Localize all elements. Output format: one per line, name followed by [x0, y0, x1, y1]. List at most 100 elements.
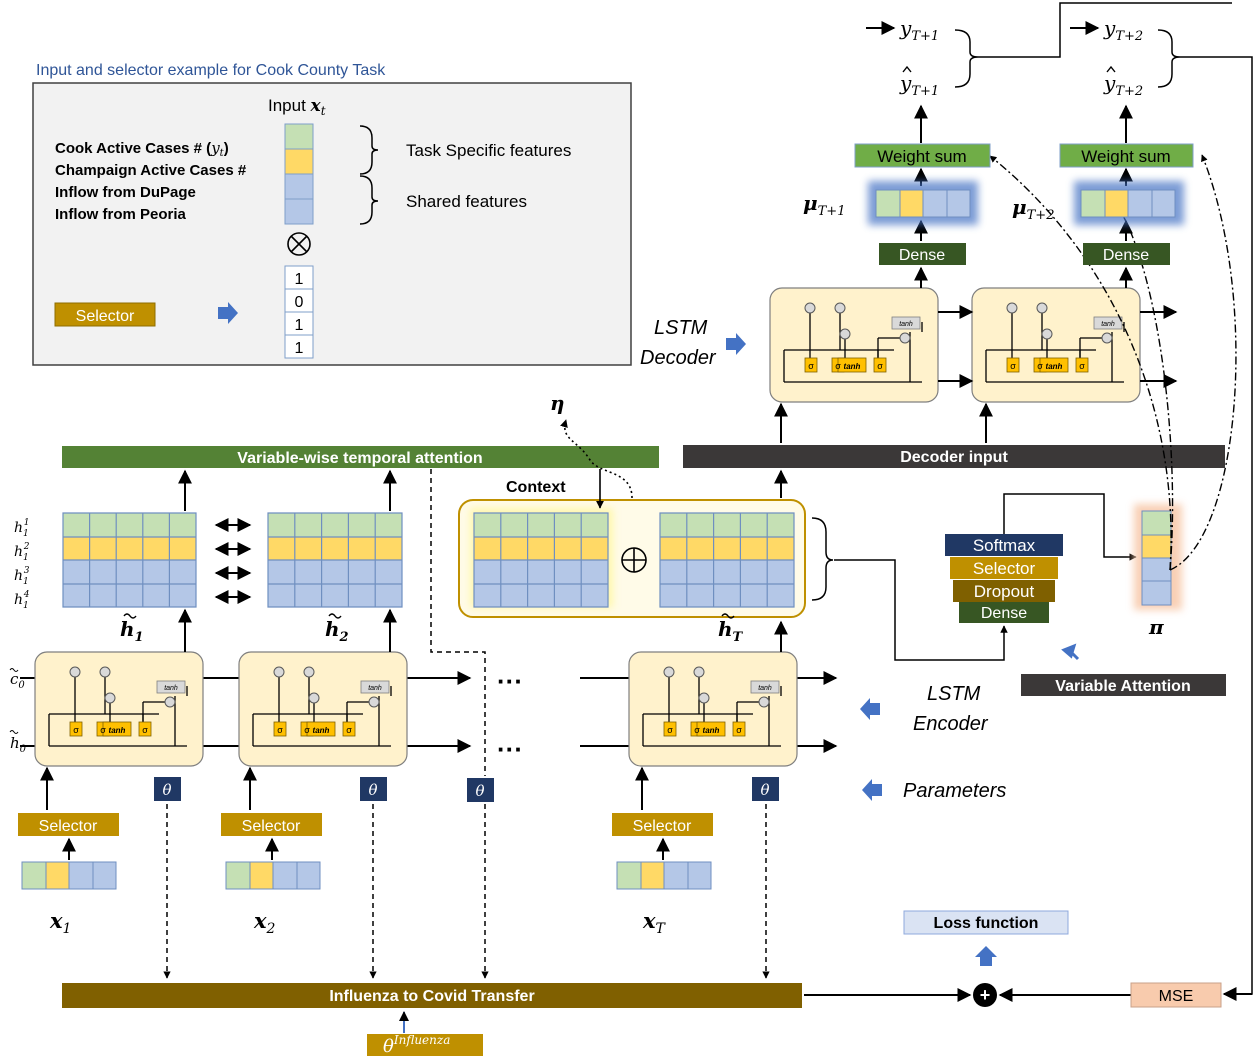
svg-text:tanh: tanh: [1046, 362, 1063, 371]
example-input-vector: [284, 123, 314, 225]
encoder-label-1: LSTM: [927, 683, 981, 705]
svg-text:Dense: Dense: [981, 605, 1027, 622]
selector-mask-vector: 1 0 1 1: [284, 265, 314, 359]
svg-text:Weight sum: Weight sum: [1081, 147, 1170, 166]
h-tilde-T: hT: [718, 617, 744, 645]
loss-box: [903, 910, 1069, 935]
example-selector: [54, 302, 156, 327]
mu-label-1: μT+1: [803, 191, 845, 219]
svg-text:σ: σ: [1079, 361, 1085, 371]
c0-label: c0: [10, 670, 25, 691]
transfer-bar: [62, 983, 802, 1008]
svg-text:Softmax: Softmax: [973, 536, 1036, 555]
h-tilde-1: h1: [120, 617, 144, 645]
svg-text:tanh: tanh: [109, 726, 126, 735]
feature-cook: Cook Active Cases # (yt): [55, 139, 229, 159]
variable-attention-bar: [1021, 674, 1226, 696]
hidden-row-labels: h11 h12 h13 h14: [14, 518, 30, 611]
svg-text:σ: σ: [100, 725, 106, 735]
svg-text:h11: h11: [14, 518, 30, 539]
feature-peoria: Inflow from Peoria: [55, 206, 187, 223]
mu-vector-2: [1080, 189, 1176, 218]
svg-text:Selector: Selector: [973, 559, 1036, 578]
sum-node-label: +: [980, 985, 991, 1005]
svg-text:1: 1: [295, 340, 304, 357]
eta-label: η: [550, 391, 565, 415]
svg-text:σ: σ: [835, 361, 841, 371]
mse-box: [1130, 982, 1222, 1008]
decoder-input-arrows: [774, 402, 993, 443]
task-brace: [359, 125, 379, 175]
encoder-selectors: Selector Selector Selector: [18, 813, 713, 836]
encoder-arrow-icon: [860, 698, 880, 720]
svg-text:tanh: tanh: [313, 726, 330, 735]
variable-attention-arrow-icon: [1061, 643, 1080, 661]
oplus-icon: [621, 547, 647, 573]
selector-arrows: [40, 766, 670, 860]
svg-text:σ: σ: [808, 361, 814, 371]
svg-text:Weight sum: Weight sum: [877, 147, 966, 166]
svg-text:Selector: Selector: [39, 818, 98, 835]
example-arrow-icon: [218, 302, 238, 324]
hidden-matrix-1: [62, 512, 197, 608]
temporal-attention-bar: [62, 446, 659, 468]
svg-text:h12: h12: [14, 542, 30, 563]
context-to-variable-attention: [834, 559, 1008, 661]
ellipsis-bottom: ···: [497, 734, 523, 764]
h-tilde-2: h2: [325, 617, 349, 645]
svg-text:tanh: tanh: [164, 685, 178, 692]
theta-influenza-label: θInfluenza: [383, 1033, 450, 1057]
input-vectors: [21, 861, 712, 890]
svg-text:σ: σ: [736, 725, 742, 735]
decoder-arrow-icon: [726, 333, 746, 355]
parameters-label: Parameters: [903, 780, 1006, 802]
feature-dupage: Inflow from DuPage: [55, 184, 196, 201]
svg-text:θ: θ: [162, 781, 171, 799]
encoder-label-2: Encoder: [913, 713, 989, 735]
svg-text:h14: h14: [14, 590, 30, 611]
otimes-icon: [287, 232, 311, 256]
example-caption: Input and selector example for Cook Coun…: [36, 62, 386, 79]
svg-text:0: 0: [295, 294, 304, 311]
hidden-matrix-2: [267, 512, 403, 608]
svg-text:tanh: tanh: [758, 685, 772, 692]
mu-vector-1: [875, 189, 971, 218]
shared-features-label: Shared features: [406, 192, 527, 211]
weight-sum-boxes: Weight sum Weight sum: [854, 143, 1194, 168]
svg-text:tanh: tanh: [368, 685, 382, 692]
input-x2: x2: [253, 908, 276, 937]
h0-label: h0: [10, 734, 27, 755]
eta-link: [560, 419, 633, 499]
svg-text:σ: σ: [304, 725, 310, 735]
temporal-attention-label: Variable-wise temporal attention: [237, 450, 482, 467]
svg-text:tanh: tanh: [703, 726, 720, 735]
svg-text:yT+1: yT+1: [899, 16, 939, 44]
svg-text:σ: σ: [694, 725, 700, 735]
decoder-up-arrows: [914, 104, 1133, 288]
decoder-label-2: Decoder: [640, 347, 717, 369]
decoder-state-lines: [938, 305, 1178, 388]
svg-text:Dropout: Dropout: [974, 582, 1035, 601]
context-matrix: [473, 512, 609, 608]
svg-text:σ: σ: [142, 725, 148, 735]
decoder-label-1: LSTM: [654, 317, 708, 339]
ellipsis-top: ···: [497, 666, 523, 696]
example-selector-label: Selector: [76, 308, 135, 325]
decoder-input-label: Decoder input: [900, 449, 1008, 466]
svg-text:σ: σ: [1010, 361, 1016, 371]
svg-text:Selector: Selector: [242, 818, 301, 835]
y-labels: yT+1 yT+2 yT+1 yT+2: [899, 16, 1143, 99]
svg-text:θ: θ: [368, 781, 377, 799]
input-x1: x1: [49, 908, 71, 937]
svg-text:tanh: tanh: [899, 321, 913, 328]
mu-label-2: μT+2: [1012, 195, 1054, 223]
svg-text:θ: θ: [760, 781, 769, 799]
svg-text:σ: σ: [346, 725, 352, 735]
cell-output-arrows: [178, 608, 788, 652]
decoder-input-bar: [683, 445, 1225, 468]
matrix-to-attention-arrows: [178, 469, 397, 511]
